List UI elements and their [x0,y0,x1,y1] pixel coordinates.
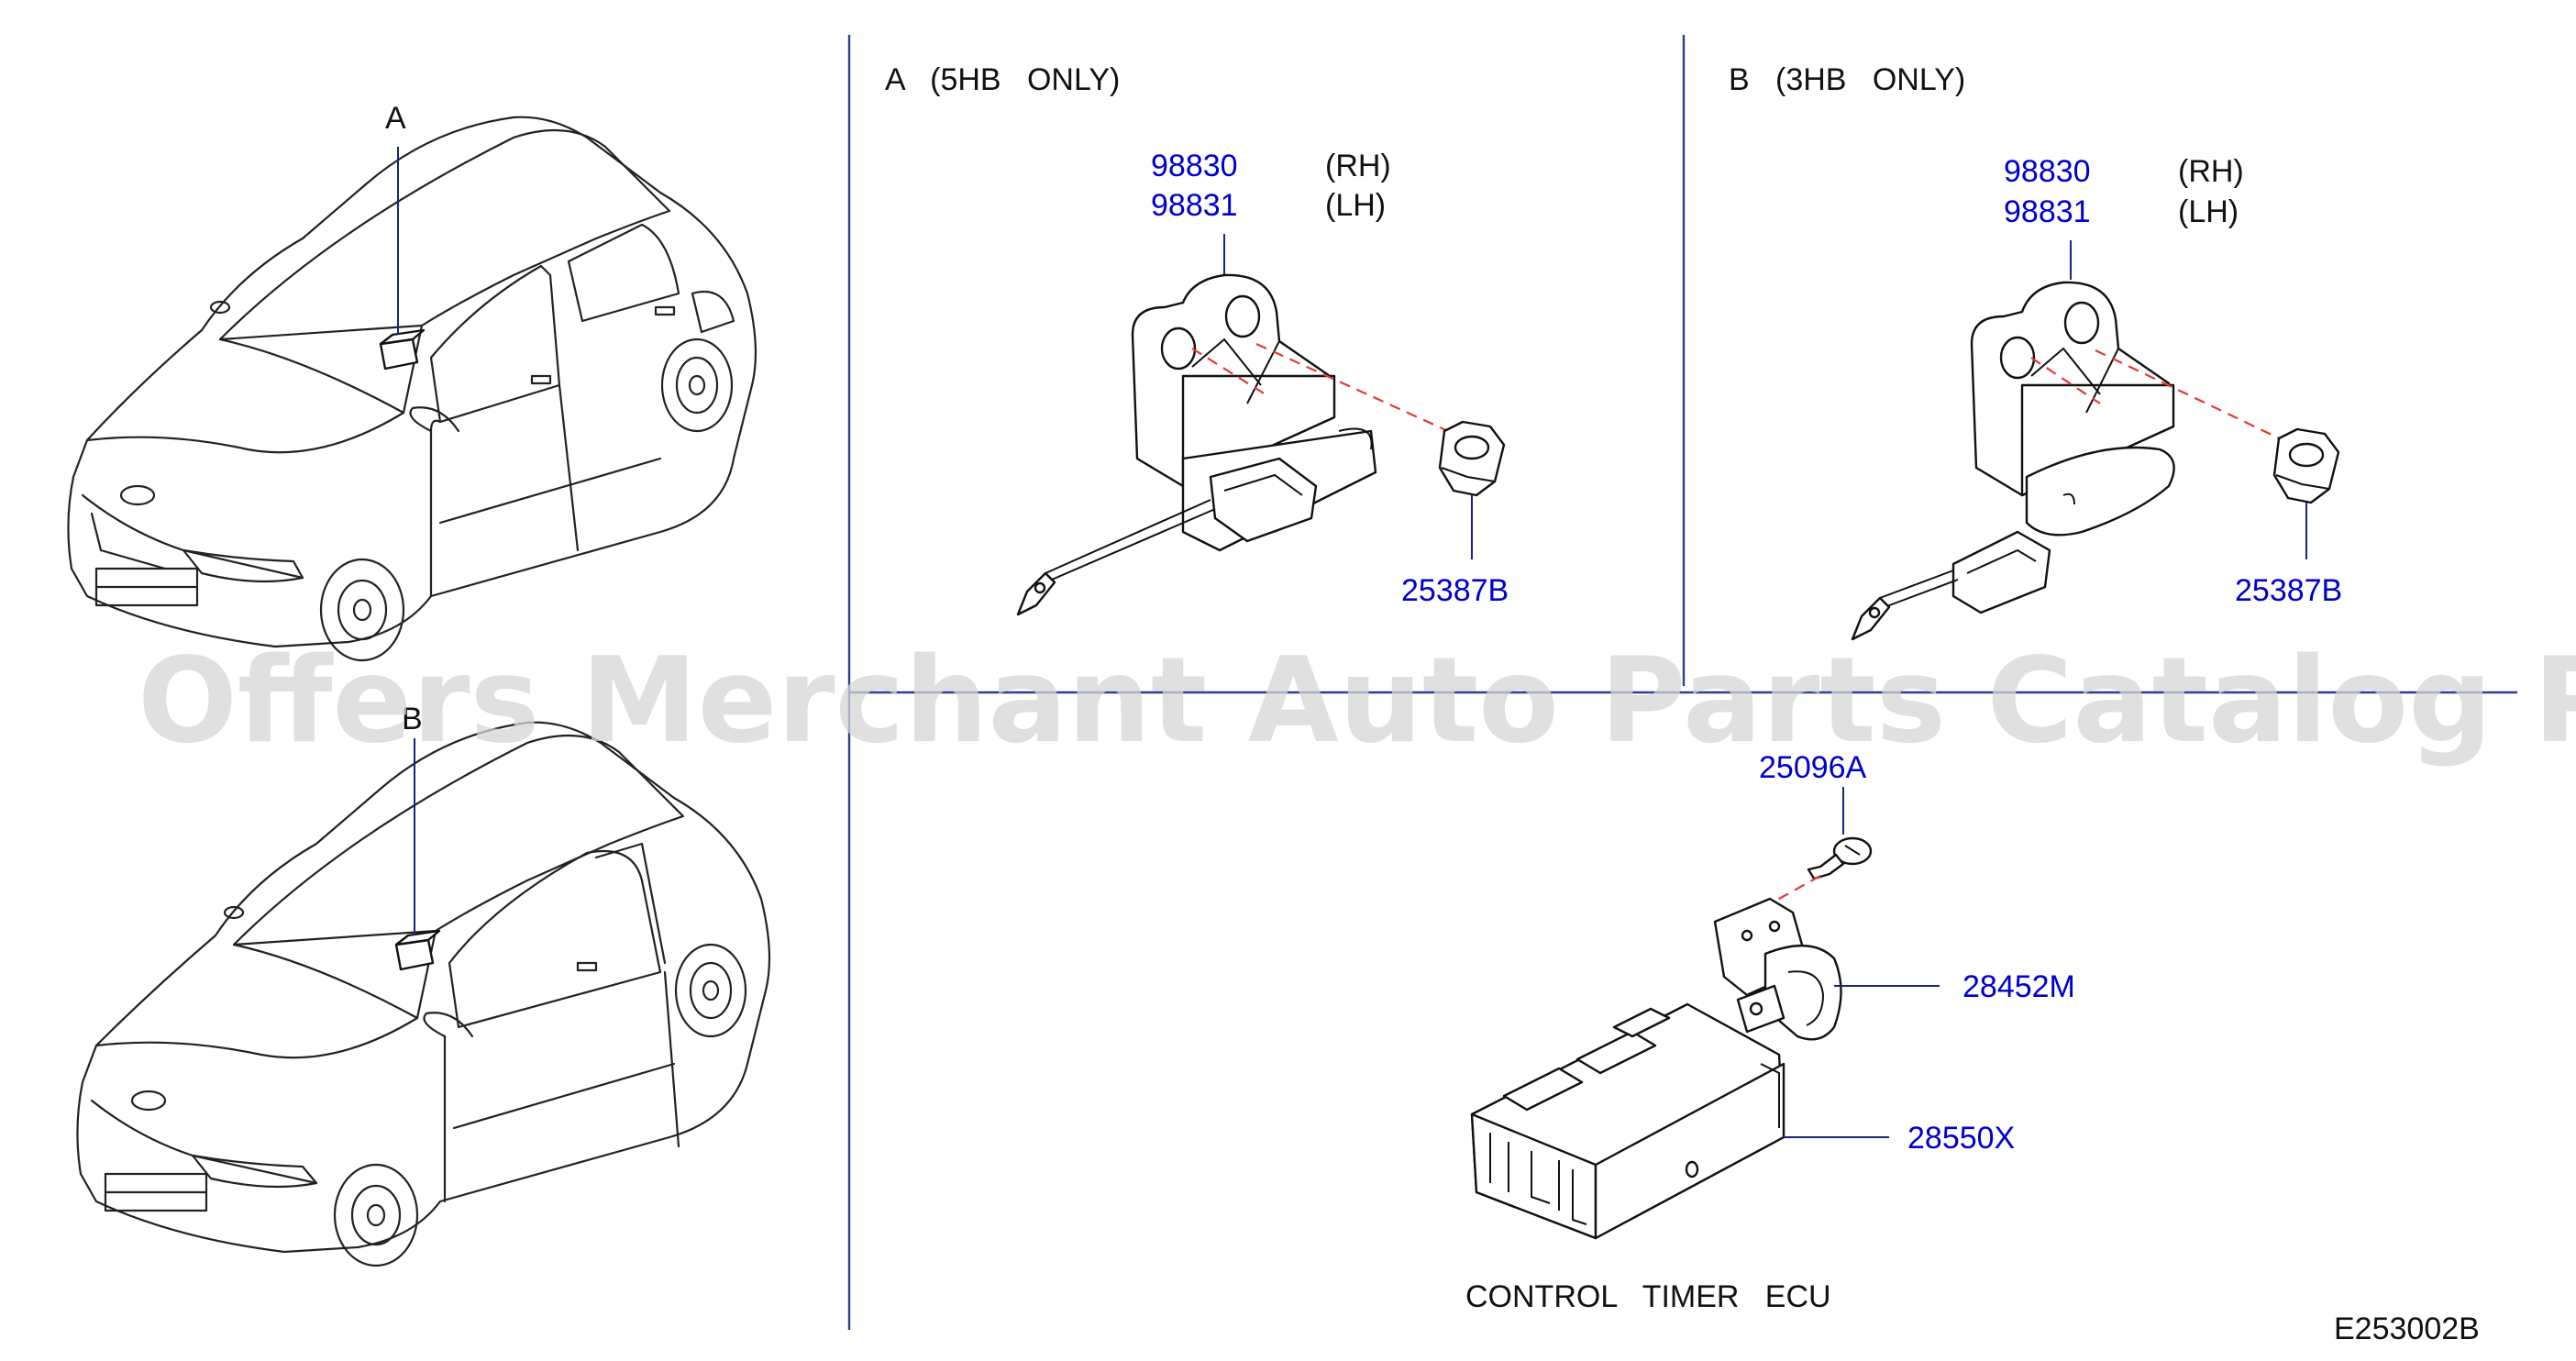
bracket-part-number: 28452M [1962,969,2075,1004]
section-a-rh-label: (RH) [1325,149,1391,183]
section-a-part-rh: 98830 [1151,149,1238,183]
bracket-28452m [1713,897,1842,1041]
section-b-title: B (3HB ONLY) [1729,62,1965,97]
section-b: B (3HB ONLY) 98830 (RH) 98831 (LH) [1729,62,2342,641]
section-b-nut [2272,427,2340,504]
ecu-part-number: 28550X [1907,1121,2015,1156]
ecu-assembly: 25096A 28452M [1465,750,2075,1314]
section-b-nut-part: 25387B [2235,573,2342,608]
ecu-caption: CONTROL TIMER ECU [1465,1279,1831,1314]
section-a-nut [1438,420,1506,497]
section-a: A (5HB ONLY) 98830 (RH) 98831 (LH) [885,62,1509,616]
control-timer-ecu [1470,1002,1786,1240]
section-dividers [847,35,2517,1330]
watermark-text: Offers Merchant Auto Parts Catalog PARTS… [138,633,2576,769]
bolt-25096a [1807,836,1873,880]
section-b-part-lh: 98831 [2004,194,2091,229]
section-b-rh-label: (RH) [2178,154,2244,189]
section-b-lh-label: (LH) [2178,194,2239,229]
car-3-door-illustration [76,721,771,1267]
car-5-door-illustration [67,116,757,662]
diagram-code: E253002B [2334,1311,2480,1346]
section-a-part-lh: 98831 [1151,188,1238,223]
callout-b-label: B [402,702,423,736]
section-b-part-rh: 98830 [2004,154,2091,189]
callout-a-label: A [385,101,406,136]
section-b-sensor-bracket [1851,281,2175,641]
section-a-sensor-bracket [1016,273,1377,616]
section-a-title: A (5HB ONLY) [885,62,1120,97]
section-a-lh-label: (LH) [1325,188,1386,223]
section-a-nut-part: 25387B [1401,573,1509,608]
bolt-part-number: 25096A [1759,750,1867,785]
